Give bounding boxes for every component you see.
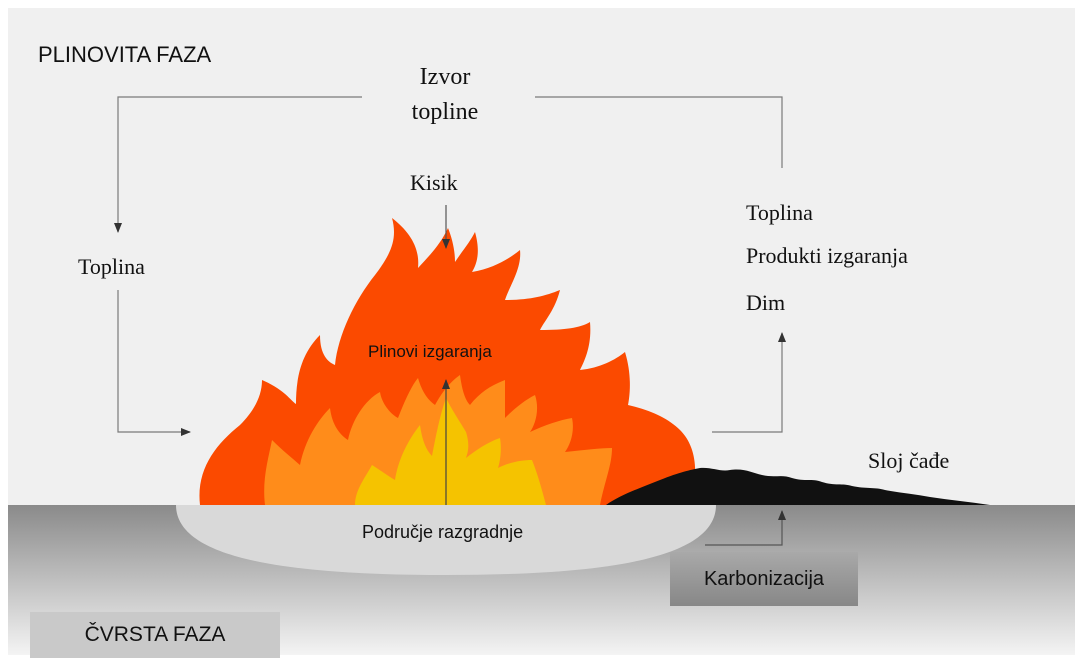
gas-phase-label: PLINOVITA FAZA [38,42,211,68]
smoke-label: Dim [746,290,785,316]
heat-source-label: Izvor topline [390,60,500,130]
heat-right-label: Toplina [746,200,813,226]
combustion-products-label: Produkti izgaranja [746,243,908,269]
solid-phase-label: ČVRSTA FAZA [85,622,226,647]
soot-layer-label: Sloj čađe [868,448,949,474]
combustion-gases-label: Plinovi izgaranja [368,342,492,362]
heat-left-label: Toplina [78,254,145,280]
solid-phase-box: ČVRSTA FAZA [30,612,280,658]
carbonization-label: Karbonizacija [704,567,824,591]
carbonization-box: Karbonizacija [670,552,858,606]
oxygen-label: Kisik [410,170,458,196]
decomposition-zone-label: Područje razgradnje [362,522,523,544]
